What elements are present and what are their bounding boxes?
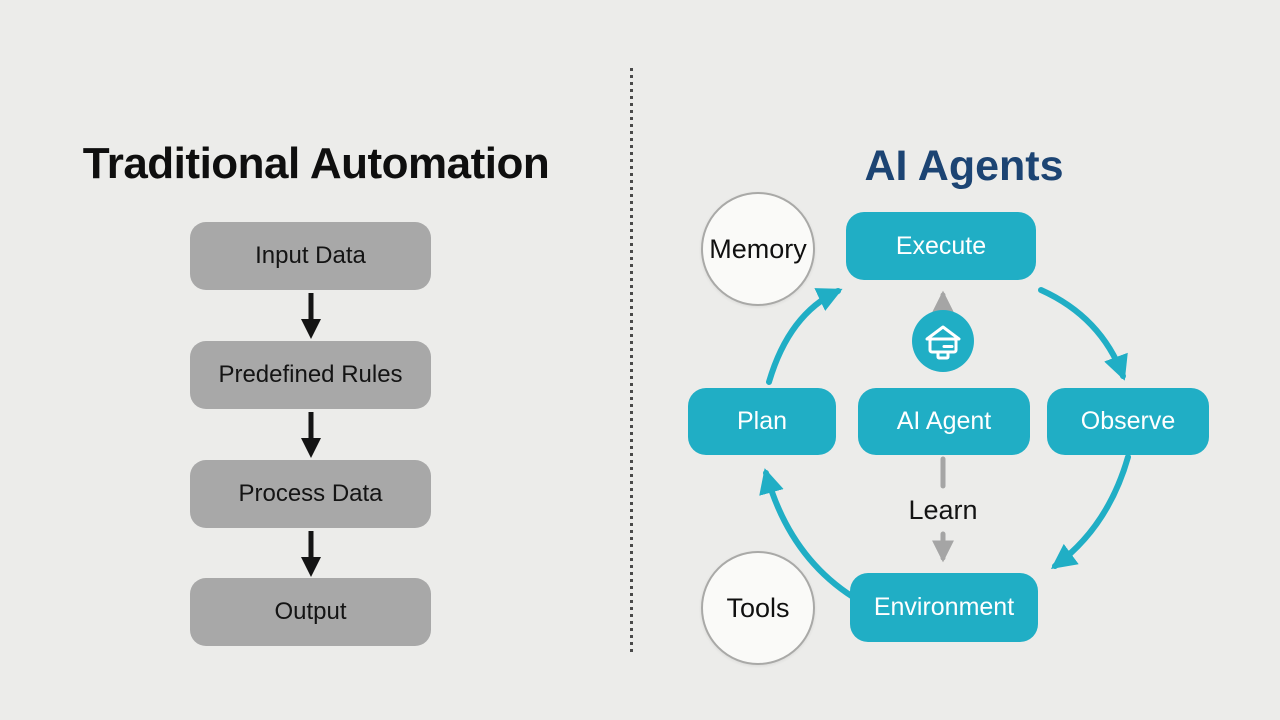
flow-step-input-data: Input Data — [190, 222, 431, 290]
execute-node: Execute — [846, 212, 1036, 280]
down-arrow-icon — [301, 531, 321, 577]
plan-node: Plan — [688, 388, 836, 455]
ai-agents-title: AI Agents — [864, 141, 1064, 190]
flow-step-process-data: Process Data — [190, 460, 431, 528]
dotted-divider — [630, 68, 633, 656]
arrow-observe-to-environment — [1050, 454, 1131, 569]
traditional-automation-title: Traditional Automation — [82, 139, 550, 189]
learn-label: Learn — [908, 495, 978, 525]
ai-agent-node: AI Agent — [858, 388, 1030, 455]
environment-node: Environment — [850, 573, 1038, 642]
agent-icon-badge — [912, 310, 974, 372]
observe-node: Observe — [1047, 388, 1209, 455]
memory-node: Memory — [701, 192, 815, 306]
flow-step-predefined-rules: Predefined Rules — [190, 341, 431, 409]
flow-step-output: Output — [190, 578, 431, 646]
arrow-execute-to-observe — [1038, 287, 1128, 381]
down-arrow-icon — [301, 412, 321, 458]
tools-node: Tools — [701, 551, 815, 665]
down-arrow-icon — [301, 293, 321, 339]
arrow-plan-to-execute — [766, 288, 843, 385]
home-icon — [925, 325, 961, 360]
